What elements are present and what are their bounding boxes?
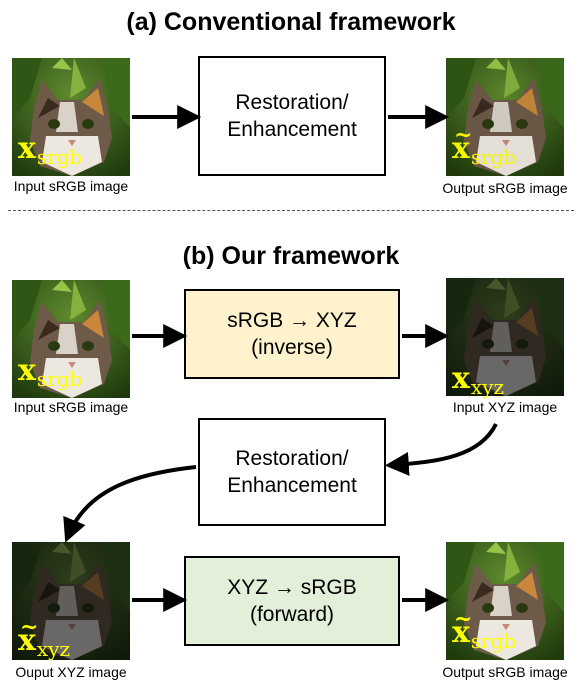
- section-a-title: (a) Conventional framework: [126, 8, 456, 36]
- input-srgb-image-a: xsrgb: [12, 58, 130, 176]
- forward-line1: XYZ → sRGB: [227, 576, 357, 599]
- input-srgb-caption-a: Input sRGB image: [13, 178, 129, 194]
- output-srgb-caption-a: Output sRGB image: [442, 180, 568, 196]
- output-srgb-image-b: ~xsrgb: [446, 542, 564, 660]
- restoration-box-b: Restoration/ Enhancement: [198, 418, 386, 526]
- inverse-line2: (inverse): [251, 336, 333, 359]
- restoration-box-a: Restoration/ Enhancement: [198, 56, 386, 176]
- inverse-box: sRGB → XYZ (inverse): [184, 289, 400, 379]
- input-srgb-label-a: xsrgb: [18, 131, 83, 170]
- section-divider: [8, 210, 574, 211]
- restoration-line1: Restoration/: [235, 91, 349, 114]
- input-srgb-label-b: xsrgb: [18, 353, 83, 392]
- input-srgb-caption-b: Input sRGB image: [13, 399, 129, 415]
- output-srgb-caption-b: Output sRGB image: [442, 664, 568, 680]
- forward-box: XYZ → sRGB (forward): [184, 556, 400, 646]
- restoration-b-line2: Enhancement: [227, 474, 357, 497]
- output-srgb-label-b: ~xsrgb: [452, 606, 517, 653]
- input-xyz-caption: Input XYZ image: [452, 399, 558, 415]
- restoration-line2: Enhancement: [227, 118, 357, 141]
- arrow-b-restore-to-xyz: [63, 465, 197, 543]
- input-xyz-label: xxyz: [452, 361, 505, 400]
- input-srgb-image-b: xsrgb: [12, 280, 130, 398]
- inverse-line1: sRGB → XYZ: [227, 309, 357, 332]
- output-srgb-label-a: ~xsrgb: [452, 122, 517, 169]
- restoration-b-line1: Restoration/: [235, 447, 349, 470]
- output-xyz-label: ~xxyz: [18, 614, 71, 661]
- arrow-b-xyz-to-restore: [384, 423, 498, 476]
- output-xyz-caption: Ouput XYZ image: [15, 664, 127, 680]
- forward-line2: (forward): [249, 603, 334, 626]
- section-b-title: (b) Our framework: [182, 242, 400, 270]
- output-srgb-image-a: ~xsrgb: [446, 58, 564, 176]
